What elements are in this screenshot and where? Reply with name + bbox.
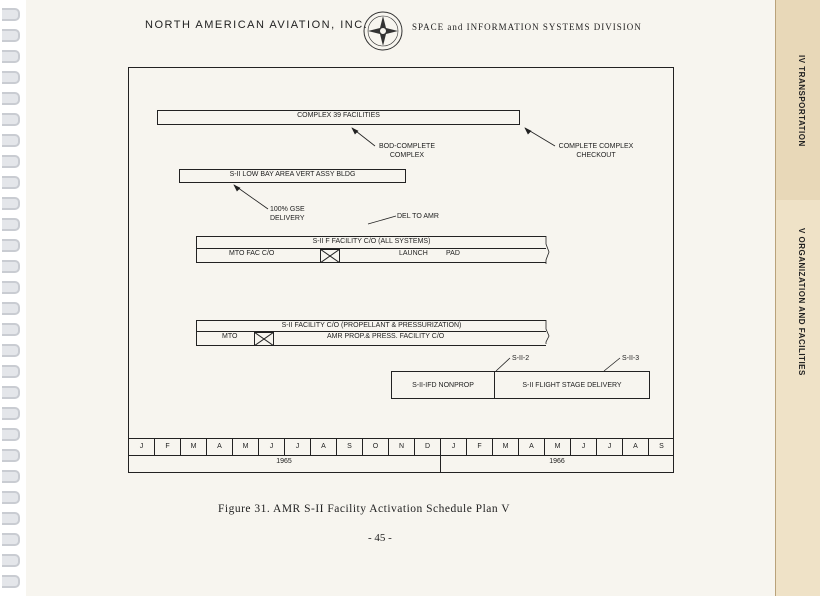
sii-3-label: S-II-3 — [622, 355, 640, 362]
low-bay-bar: S-II LOW BAY AREA VERT ASSY BLDG — [179, 169, 406, 183]
milestone-cross-icon — [254, 332, 274, 346]
schedule-chart-frame — [128, 67, 674, 473]
month-cell: D — [414, 439, 440, 455]
month-cell: F — [154, 439, 180, 455]
month-cell: O — [362, 439, 388, 455]
timeline-mid-rule — [128, 455, 674, 456]
spiral-ring — [2, 344, 20, 357]
flight-stage-bar: S-II FLIGHT STAGE DELIVERY — [494, 371, 650, 399]
spiral-ring — [2, 239, 20, 252]
month-cell: A — [622, 439, 648, 455]
sii-f-label: S-II F FACILITY C/O (ALL SYSTEMS) — [312, 238, 431, 245]
spiral-ring — [2, 386, 20, 399]
spiral-ring — [2, 29, 20, 42]
spiral-ring — [2, 134, 20, 147]
spiral-ring — [2, 491, 20, 504]
month-cell: M — [180, 439, 206, 455]
spiral-ring — [2, 533, 20, 546]
gse-delivery-label: 100% GSE DELIVERY — [270, 206, 305, 222]
company-name: NORTH AMERICAN AVIATION, INC. — [145, 19, 369, 31]
sii-f-bar: S-II F FACILITY C/O (ALL SYSTEMS) — [196, 236, 546, 249]
launch-label: LAUNCH — [399, 250, 428, 257]
spiral-ring — [2, 512, 20, 525]
milestone-cross-icon — [320, 249, 340, 263]
ifd-label: S-II-IFD NONPROP — [412, 382, 474, 389]
low-bay-label: S-II LOW BAY AREA VERT ASSY BLDG — [229, 171, 356, 178]
month-cell: S — [336, 439, 362, 455]
year-1966-label: 1966 — [549, 458, 565, 465]
spiral-ring — [2, 449, 20, 462]
mto-label: MTO — [222, 333, 238, 340]
spiral-ring — [2, 218, 20, 231]
month-cell: J — [284, 439, 310, 455]
month-cell: M — [492, 439, 518, 455]
flight-stage-label: S-II FLIGHT STAGE DELIVERY — [522, 382, 622, 389]
amr-prop-label: AMR PROP.& PRESS. FACILITY C/O — [327, 333, 445, 340]
spiral-ring — [2, 302, 20, 315]
complete-checkout-label: COMPLETE COMPLEX CHECKOUT — [558, 143, 634, 159]
spiral-ring — [2, 92, 20, 105]
month-cell: N — [388, 439, 414, 455]
amr-prop-bar: MTO AMR PROP.& PRESS. FACILITY C/O — [196, 332, 546, 346]
month-cell: A — [310, 439, 336, 455]
month-cell: J — [128, 439, 154, 455]
spiral-ring — [2, 155, 20, 168]
spiral-ring — [2, 470, 20, 483]
del-to-amr-label: DEL TO AMR — [397, 213, 439, 220]
sii-prop-label: S-II FACILITY C/O (PROPELLANT & PRESSURI… — [281, 322, 462, 329]
month-cell: J — [440, 439, 466, 455]
complex-39-bar: COMPLEX 39 FACILITIES — [157, 110, 520, 125]
complex-39-label: COMPLEX 39 FACILITIES — [297, 112, 380, 119]
spiral-ring — [2, 323, 20, 336]
spiral-ring — [2, 554, 20, 567]
spiral-ring — [2, 365, 20, 378]
spiral-ring — [2, 71, 20, 84]
spiral-ring — [2, 407, 20, 420]
section-tab-organization[interactable]: V ORGANIZATION AND FACILITIES — [775, 200, 820, 596]
pad-label: PAD — [446, 250, 460, 257]
sii-prop-bar: S-II FACILITY C/O (PROPELLANT & PRESSURI… — [196, 320, 546, 332]
mto-fac-bar: MTO FAC C/O LAUNCH PAD — [196, 249, 546, 263]
spiral-ring — [2, 197, 20, 210]
company-logo-icon — [363, 11, 403, 51]
month-cell: A — [518, 439, 544, 455]
month-cell: A — [206, 439, 232, 455]
month-cell: M — [544, 439, 570, 455]
spiral-ring — [2, 8, 20, 21]
spiral-binding — [0, 0, 26, 596]
division-name: SPACE and INFORMATION SYSTEMS DIVISION — [412, 22, 642, 32]
month-cell: M — [232, 439, 258, 455]
spiral-ring — [2, 113, 20, 126]
ifd-bar: S-II-IFD NONPROP — [391, 371, 495, 399]
timeline-top-rule — [128, 438, 674, 439]
mto-fac-label: MTO FAC C/O — [229, 250, 275, 257]
page-number: - 45 - — [368, 532, 392, 544]
spiral-ring — [2, 281, 20, 294]
month-cell: S — [648, 439, 674, 455]
month-cell: J — [596, 439, 622, 455]
document-page — [0, 0, 775, 596]
spiral-ring — [2, 575, 20, 588]
bod-label: BOD-COMPLETE COMPLEX — [378, 143, 435, 159]
month-cell: J — [258, 439, 284, 455]
year-1965-label: 1965 — [276, 458, 292, 465]
month-cell: F — [466, 439, 492, 455]
sii-2-label: S-II-2 — [512, 355, 530, 362]
year-divider — [440, 438, 441, 473]
spiral-ring — [2, 50, 20, 63]
figure-caption: Figure 31. AMR S-II Facility Activation … — [218, 503, 511, 515]
section-tab-transportation[interactable]: IV TRANSPORTATION — [775, 0, 820, 200]
month-cell: J — [570, 439, 596, 455]
spiral-ring — [2, 428, 20, 441]
spiral-ring — [2, 260, 20, 273]
spiral-ring — [2, 176, 20, 189]
